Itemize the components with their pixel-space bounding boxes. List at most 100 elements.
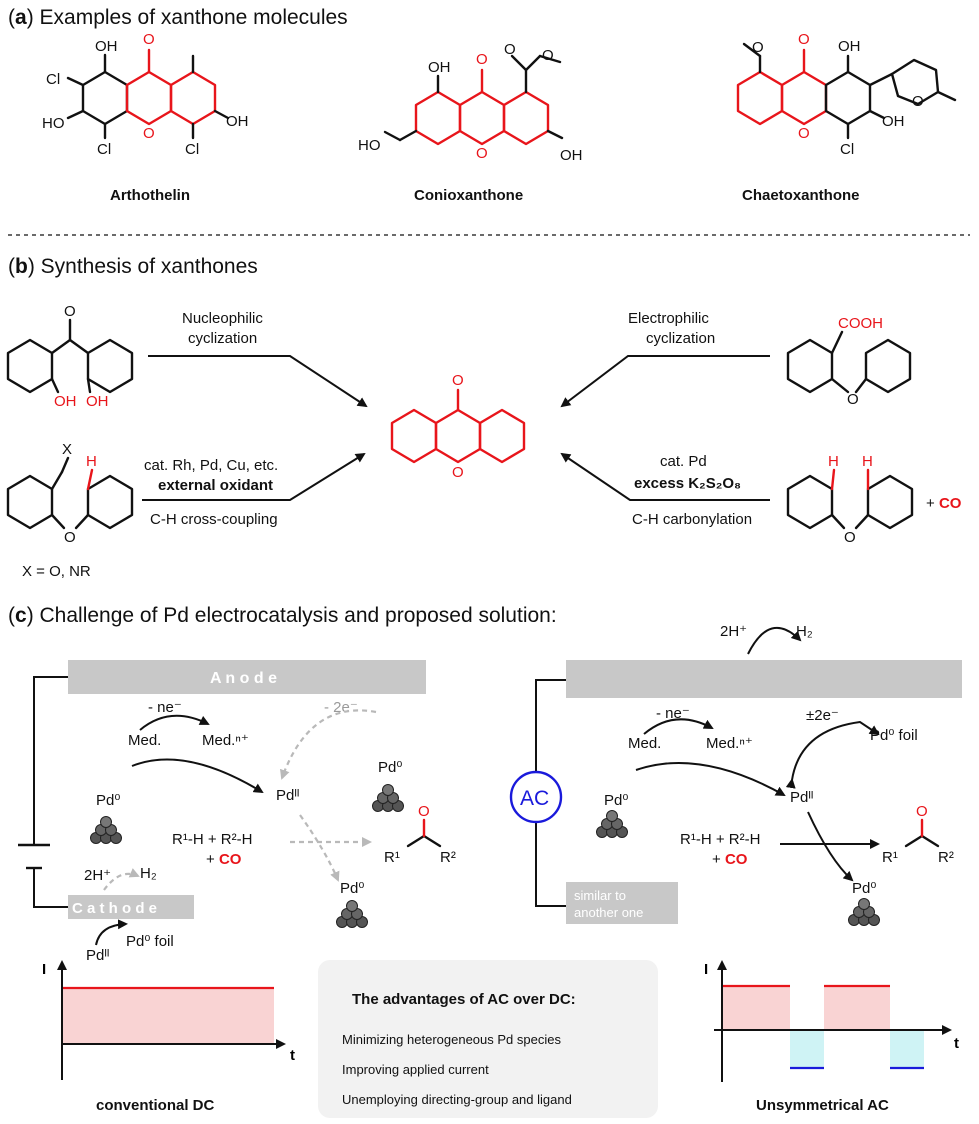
ch-carb-label: C-H carbonylation xyxy=(632,511,752,528)
anode-label: A n o d e xyxy=(210,670,277,687)
svg-text:R²: R² xyxy=(938,849,954,866)
cathode-bar xyxy=(68,895,194,919)
svg-text:OH: OH xyxy=(838,38,861,55)
svg-text:OH: OH xyxy=(86,393,109,410)
nuc-label-2: cyclization xyxy=(188,330,257,347)
ac-label: AC xyxy=(520,787,549,810)
svg-text:Pd⁰: Pd⁰ xyxy=(340,880,364,897)
svg-text:2H⁺: 2H⁺ xyxy=(720,623,747,640)
advantages-title: The advantages of AC over DC: xyxy=(352,991,576,1008)
svg-text:Med.ⁿ⁺: Med.ⁿ⁺ xyxy=(706,735,753,752)
cathode-label: C a t h o d e xyxy=(72,900,157,917)
svg-text:+ CO: + CO xyxy=(206,851,242,868)
svg-text:R¹: R¹ xyxy=(384,849,400,866)
svg-text:Pdᴵᴵ: Pdᴵᴵ xyxy=(276,787,299,804)
ac-label-bottom: Unsymmetrical AC xyxy=(756,1097,889,1114)
svg-text:R¹: R¹ xyxy=(882,849,898,866)
svg-text:O: O xyxy=(64,529,76,546)
svg-text:O: O xyxy=(844,529,856,546)
svg-text:O: O xyxy=(452,464,464,481)
svg-text:- ne⁻: - ne⁻ xyxy=(148,699,182,716)
svg-text:similar to: similar to xyxy=(574,888,626,903)
svg-text:O: O xyxy=(752,39,764,56)
advantage-item: Unemploying directing-group and ligand xyxy=(342,1092,572,1107)
cat-pd-label: cat. Pd xyxy=(660,453,707,470)
svg-text:t: t xyxy=(290,1047,295,1064)
svg-text:O: O xyxy=(542,47,554,64)
svg-text:OH: OH xyxy=(428,59,451,76)
svg-text:O: O xyxy=(476,51,488,68)
benzophenone-diol: O OH OH xyxy=(6,303,134,410)
svg-text:H: H xyxy=(86,453,97,470)
svg-text:+ CO: + CO xyxy=(712,851,748,868)
svg-text:X: X xyxy=(62,441,72,458)
advantage-item: Improving applied current xyxy=(342,1062,489,1077)
svg-text:O: O xyxy=(452,372,464,389)
svg-text:O: O xyxy=(504,41,516,58)
svg-text:O: O xyxy=(798,125,810,142)
dc-cell: A n o d e C a t h o d e Med. Med.ⁿ⁺ - ne… xyxy=(18,660,456,964)
svg-text:Pd⁰: Pd⁰ xyxy=(378,759,402,776)
phenoxybenzoic-acid: COOH O xyxy=(786,315,912,408)
svg-text:Pdᴵᴵ: Pdᴵᴵ xyxy=(790,789,813,806)
diaryl-ether: H H O + CO xyxy=(786,453,962,546)
svg-text:±2e⁻: ±2e⁻ xyxy=(806,707,839,724)
xanthone-product: O O xyxy=(390,372,526,481)
dc-fill xyxy=(62,988,274,1044)
nuc-label-1: Nucleophilic xyxy=(182,310,263,327)
section-a-title: (a) Examples of xanthone molecules xyxy=(8,6,348,29)
svg-text:O: O xyxy=(847,391,859,408)
svg-text:Pd⁰ foil: Pd⁰ foil xyxy=(126,933,174,950)
svg-text:2H⁺: 2H⁺ xyxy=(84,867,111,884)
ch-cross-label: C-H cross-coupling xyxy=(150,511,278,528)
svg-text:I: I xyxy=(704,961,708,978)
svg-text:O: O xyxy=(143,31,155,48)
svg-text:I: I xyxy=(42,961,46,978)
ac-top-electrode xyxy=(566,660,962,698)
svg-text:R¹-H + R²-H: R¹-H + R²-H xyxy=(680,831,760,848)
svg-text:COOH: COOH xyxy=(838,315,883,332)
svg-text:Cl: Cl xyxy=(97,141,111,158)
svg-text:- 2e⁻: - 2e⁻ xyxy=(324,699,358,716)
ac-bottom-electrode xyxy=(566,882,678,924)
dc-label: conventional DC xyxy=(96,1097,215,1114)
cat-rh-label: cat. Rh, Pd, Cu, etc. xyxy=(144,457,278,474)
label-conioxanthone: Conioxanthone xyxy=(414,187,523,204)
advantage-item: Minimizing heterogeneous Pd species xyxy=(342,1032,561,1047)
plus-co: + CO xyxy=(926,495,962,512)
svg-text:Pd⁰: Pd⁰ xyxy=(852,880,876,897)
elec-label-2: cyclization xyxy=(646,330,715,347)
molecule-conioxanthone: O OH O O HO O OH Conioxanthone xyxy=(358,41,583,204)
svg-text:H: H xyxy=(862,453,873,470)
section-c-title: (c) Challenge of Pd electrocatalysis and… xyxy=(8,604,557,627)
svg-text:O: O xyxy=(476,145,488,162)
svg-text:Med.: Med. xyxy=(628,735,661,752)
svg-text:Cl: Cl xyxy=(840,141,854,158)
svg-text:Cl: Cl xyxy=(46,71,60,88)
svg-text:O: O xyxy=(916,803,928,820)
aryl-ether-aldehyde: X H O X = O, NR xyxy=(6,441,134,580)
svg-text:another one: another one xyxy=(574,905,643,920)
svg-text:Pd⁰ foil: Pd⁰ foil xyxy=(870,727,918,744)
svg-text:OH: OH xyxy=(560,147,583,164)
svg-text:H₂: H₂ xyxy=(140,865,157,882)
label-arthothelin: Arthothelin xyxy=(110,187,190,204)
ac-cell: similar to another one AC 2H⁺ H₂ Med. Me… xyxy=(509,623,962,926)
svg-text:R¹-H + R²-H: R¹-H + R²-H xyxy=(172,831,252,848)
svg-text:R²: R² xyxy=(440,849,456,866)
svg-text:Cl: Cl xyxy=(185,141,199,158)
svg-text:Pdᴵᴵ: Pdᴵᴵ xyxy=(86,947,109,964)
nuc-arrow xyxy=(148,355,368,408)
carb-arrow xyxy=(560,452,770,501)
x-definition: X = O, NR xyxy=(22,563,91,580)
section-b-title: (b) Synthesis of xanthones xyxy=(8,255,258,278)
svg-text:O: O xyxy=(798,31,810,48)
svg-text:t: t xyxy=(954,1035,959,1052)
svg-text:OH: OH xyxy=(95,38,118,55)
svg-text:HO: HO xyxy=(42,115,65,132)
svg-text:OH: OH xyxy=(226,113,249,130)
svg-text:O: O xyxy=(64,303,76,320)
label-chaetoxanthone: Chaetoxanthone xyxy=(742,187,860,204)
svg-text:HO: HO xyxy=(358,137,381,154)
advantages-box: The advantages of AC over DC: Minimizing… xyxy=(318,960,658,1118)
